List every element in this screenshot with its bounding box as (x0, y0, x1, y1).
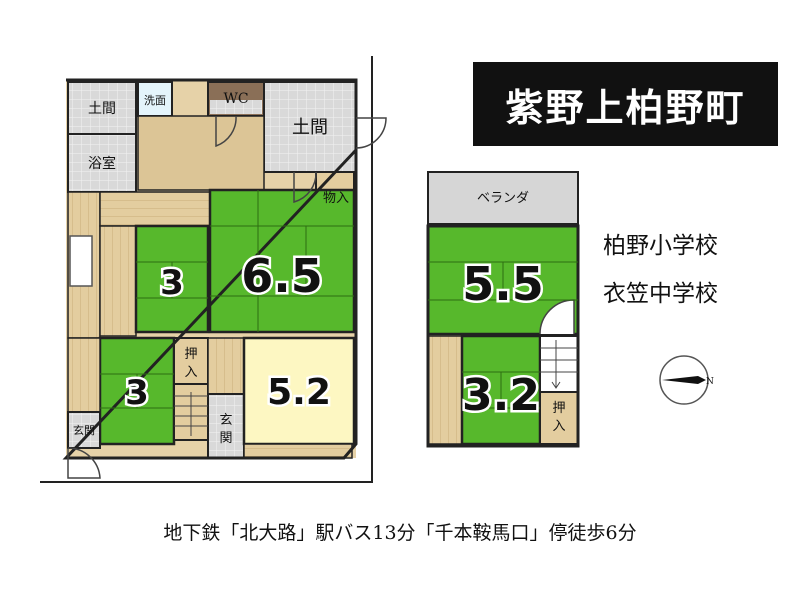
door-arc-genkan (67, 447, 101, 479)
genkan-mid-area (207, 393, 245, 459)
genkan-left-area (67, 411, 101, 449)
floor2-outer-wall (426, 224, 580, 448)
label-tatami-3-upper: 3 (160, 263, 184, 303)
label-doma-right: 土間 (292, 117, 328, 138)
corridor-f2-left (427, 335, 463, 445)
label-monoire: 物入 (323, 191, 349, 206)
school-junior-high: 衣笠中学校 (603, 281, 718, 307)
label-tatami-65: 6.5 (241, 249, 323, 303)
label-doma-left: 土間 (88, 101, 116, 117)
veranda-area (427, 171, 579, 225)
label-genkan-mid-vertical: 玄 関 (219, 413, 232, 446)
label-tatami-32: 3.2 (462, 370, 540, 421)
corridor-top (99, 191, 211, 227)
oshiire-f2-area (539, 391, 579, 445)
floor-1 (40, 56, 387, 483)
sink-counter (69, 235, 93, 287)
label-oshiire-f2-vertical: 押 入 (552, 401, 565, 434)
label-tatami-3-lower: 3 (125, 373, 149, 413)
label-wc: WC (223, 91, 248, 107)
label-yokushitsu: 浴室 (88, 155, 116, 172)
wc-floor (210, 100, 262, 114)
corridor-mid (99, 225, 137, 337)
room-52-area (242, 336, 356, 446)
label-oshiire-f2-char1: 押 (552, 401, 565, 416)
compass: N (659, 355, 714, 405)
stairs-f2-steps (540, 340, 578, 389)
label-genkan-mid-char1: 玄 (219, 413, 232, 428)
label-room-52: 5.2 (267, 372, 331, 413)
yokushitsu-area (67, 133, 137, 193)
label-senmen: 洗面 (144, 94, 166, 107)
label-oshiire-f2-char2: 入 (552, 419, 565, 434)
label-oshiire-vertical: 押 入 (184, 347, 197, 380)
senmen-area (137, 81, 173, 117)
label-veranda: ベランダ (477, 191, 529, 206)
label-oshiire-char1: 押 (184, 347, 197, 362)
stairs-steps (174, 392, 208, 436)
tatami-seams (100, 190, 354, 409)
tatami-65-area (208, 188, 356, 334)
compass-needle (662, 376, 706, 384)
school-elementary: 柏野小学校 (603, 233, 718, 259)
doma-left-area (67, 81, 137, 135)
compass-north-label: N (706, 377, 714, 387)
access-info: 地下鉄「北大路」駅バス13分「千本鞍馬口」停徒歩6分 (163, 522, 637, 544)
label-tatami-55: 5.5 (462, 257, 544, 311)
floor-2 (426, 171, 580, 448)
kitchen-area (137, 115, 265, 191)
label-oshiire-char2: 入 (184, 365, 197, 380)
label-genkan-left: 玄関 (73, 423, 95, 437)
corridor-lower-mid (207, 337, 245, 395)
corridor-lower-left (67, 337, 101, 413)
door-arc-wc (215, 115, 237, 148)
doma-right-area (263, 81, 357, 173)
area-title: 紫野上柏野町 (473, 62, 778, 146)
door-arc-right (355, 117, 387, 149)
tatami-f2-seams (428, 261, 578, 409)
room-52-sill (243, 443, 353, 459)
floor1-outer-wall (62, 78, 358, 460)
door-arc-monoire (293, 171, 317, 203)
room-labels: 土間 洗面 WC 土間 浴室 物入 3 6.5 3 押 入 5.2 玄関 玄 関… (73, 91, 566, 446)
label-genkan-mid-char2: 関 (219, 431, 232, 446)
property-line (40, 56, 373, 483)
